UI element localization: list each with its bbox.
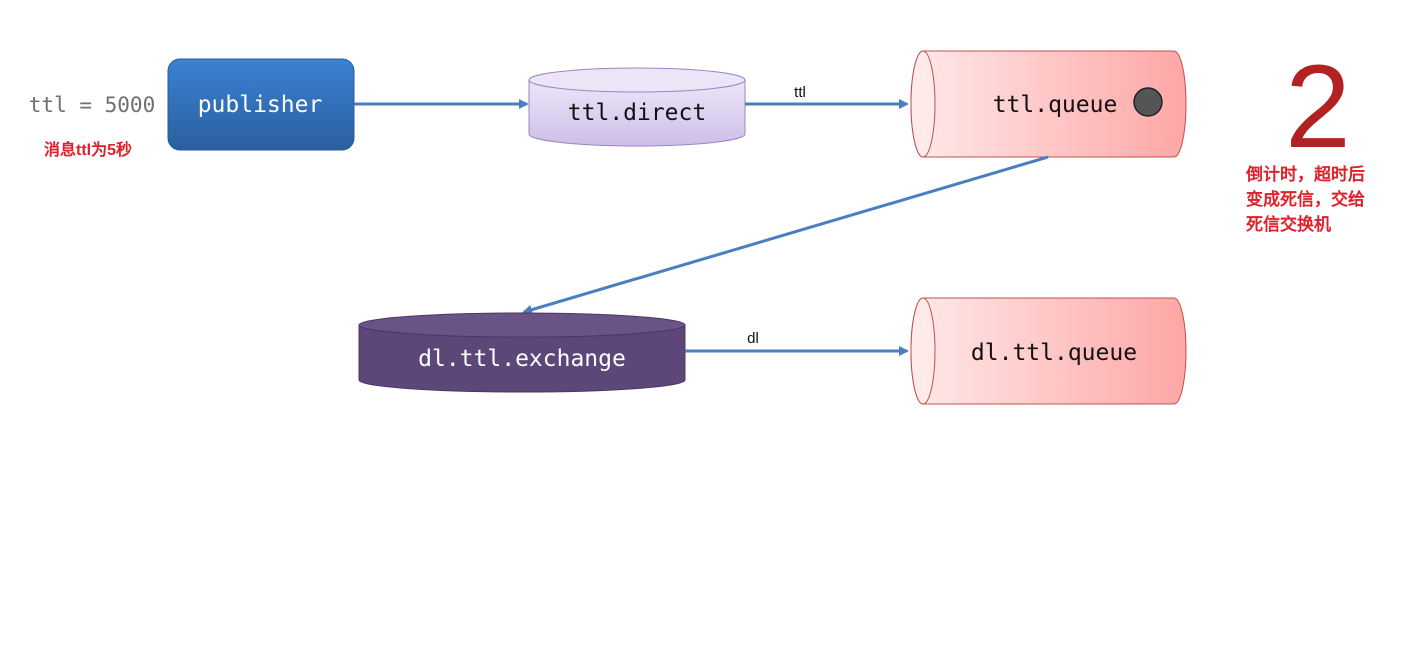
countdown-note-line-2: 变成死信，交给	[1246, 189, 1365, 209]
arrow-queue-to-dl-exchange	[522, 155, 1049, 315]
ttl-queue-label: ttl.queue	[993, 92, 1118, 118]
ttl-direct-label: ttl.direct	[568, 100, 706, 126]
publisher-box: publisher	[167, 58, 355, 151]
dl-ttl-queue: dl.ttl.queue	[910, 297, 1187, 405]
routing-key-dl: dl	[747, 330, 759, 347]
publisher-label: publisher	[198, 92, 323, 118]
dl-ttl-queue-label: dl.ttl.queue	[971, 340, 1137, 366]
ttl-direct-exchange: ttl.direct	[528, 67, 746, 147]
dl-ttl-exchange-label: dl.ttl.exchange	[418, 346, 626, 372]
countdown-note-line-1: 倒计时，超时后	[1245, 164, 1365, 184]
routing-key-ttl: ttl	[794, 84, 806, 101]
dl-ttl-exchange: dl.ttl.exchange	[358, 312, 686, 393]
ttl-queue: ttl.queue	[910, 50, 1187, 158]
message-ttl-note: 消息ttl为5秒	[44, 140, 132, 159]
countdown-number: 2	[1285, 41, 1351, 173]
countdown-note-line-3: 死信交换机	[1246, 214, 1331, 234]
message-ttl-label: ttl = 5000	[29, 93, 155, 117]
message-dot-icon	[1133, 87, 1163, 117]
